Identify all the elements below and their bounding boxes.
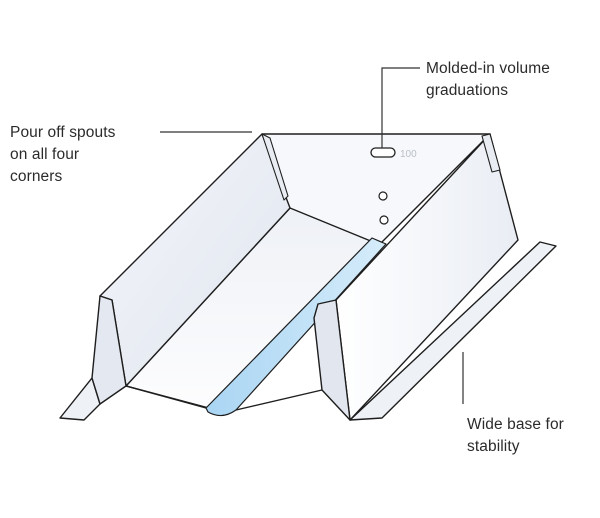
left-front-spout	[91, 295, 127, 405]
callout-pour-off-spouts: Pour off spouts on all four corners	[10, 122, 115, 188]
left-back-spout	[261, 133, 289, 201]
callout-wide-base: Wide base for stability	[467, 414, 564, 458]
right-front-spout	[313, 299, 351, 421]
wall-hole	[378, 191, 388, 201]
callout-line: stability	[467, 438, 520, 455]
leader-volume	[381, 67, 420, 148]
wall-hole	[379, 215, 389, 225]
callout-volume-graduations: Molded-in volume graduations	[426, 58, 550, 102]
callout-line: Molded-in volume	[426, 60, 550, 77]
callout-line: Pour off spouts	[10, 124, 116, 141]
front-end-edge	[125, 385, 323, 411]
callout-line: corners	[10, 168, 63, 185]
graduation-label: 100	[400, 149, 417, 160]
callout-line: on all four	[10, 146, 80, 163]
right-base-flange	[349, 241, 557, 421]
right-back-spout	[481, 133, 501, 173]
callout-line: graduations	[426, 82, 509, 99]
graduation-slot	[370, 147, 396, 158]
callout-line: Wide base for	[467, 416, 564, 433]
